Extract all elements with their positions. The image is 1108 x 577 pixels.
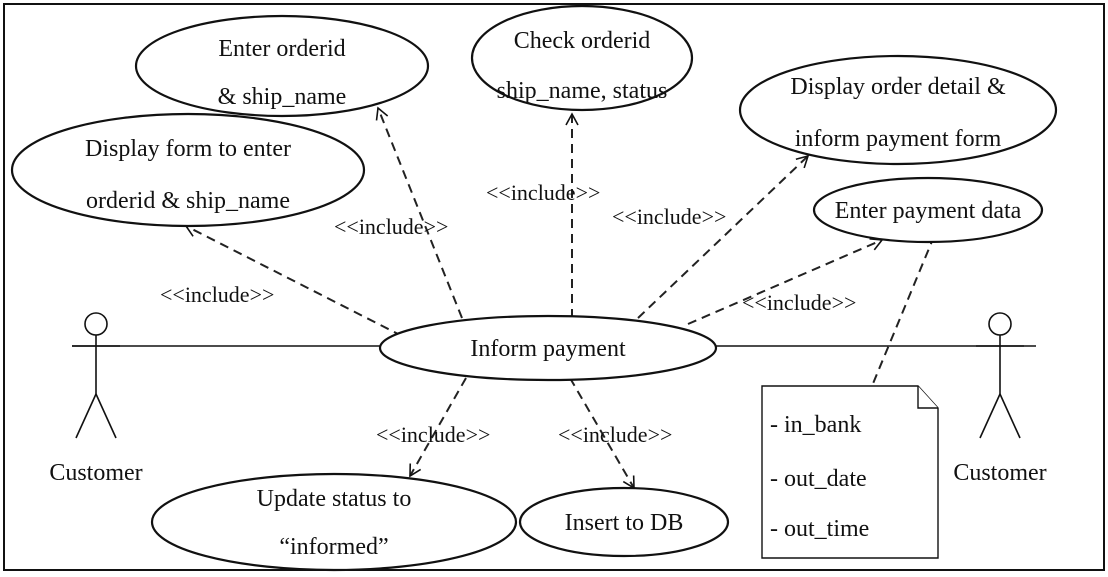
use-case-insert-db: Insert to DB [518,486,730,558]
use-case-label: Enter payment data [835,198,1022,224]
include-label: <<include>> [334,214,448,239]
use-case-label: Insert to DB [565,510,684,536]
note-line: - out_date [770,466,867,492]
use-case-label: Update status to [257,486,412,512]
include-label: <<include>> [742,290,856,315]
include-arrow-display-order [637,154,810,319]
use-case-display-form: Display form to enter orderid & ship_nam… [10,112,366,228]
note-line: - in_bank [770,412,861,438]
use-case-enter-orderid: Enter orderid & ship_name [134,14,430,118]
include-label: <<include>> [376,422,490,447]
actor-customer-right: Customer [953,312,1047,486]
include-arrow-insert-db [569,377,635,490]
actor-label: Customer [49,460,142,486]
use-case-check-orderid: Check orderid ship_name, status [470,4,694,112]
note-payment-fields: - in_bank - out_date - out_time [761,385,939,559]
use-case-label: & ship_name [218,84,347,110]
include-arrow-enter-orderid [375,106,463,319]
use-case-label: orderid & ship_name [86,188,290,214]
diagram-frame [3,3,1105,571]
use-case-update-status: Update status to “informed” [150,472,518,572]
use-case-label: Enter orderid [218,36,345,62]
actor-head [988,312,1012,336]
use-case-label: Display order detail & [790,74,1006,100]
use-case-enter-payment: Enter payment data [812,176,1044,244]
include-arrow-display-form [184,224,403,337]
note-anchor-line [871,221,941,387]
include-arrow-enter-payment [687,238,884,325]
use-case-label: “informed” [279,534,388,560]
actor-head [84,312,108,336]
actor-label: Customer [953,460,1046,486]
include-label: <<include>> [486,180,600,205]
use-case-label: Display form to enter [85,136,291,162]
use-case-inform-payment: Inform payment [378,314,718,382]
note-line: - out_time [770,516,869,542]
include-label: <<include>> [160,282,274,307]
include-labels: <<include>> <<include>> <<include>> <<in… [160,180,856,447]
actor-customer-left: Customer [49,312,143,486]
include-label: <<include>> [612,204,726,229]
use-case-display-order: Display order detail & inform payment fo… [738,54,1058,166]
use-case-label: ship_name, status [497,78,668,104]
include-arrow-update-status [409,377,467,478]
use-case-label: Inform payment [470,336,626,362]
use-case-label: inform payment form [795,126,1002,152]
use-case-label: Check orderid [514,28,651,54]
include-label: <<include>> [558,422,672,447]
include-dependencies [184,106,941,490]
